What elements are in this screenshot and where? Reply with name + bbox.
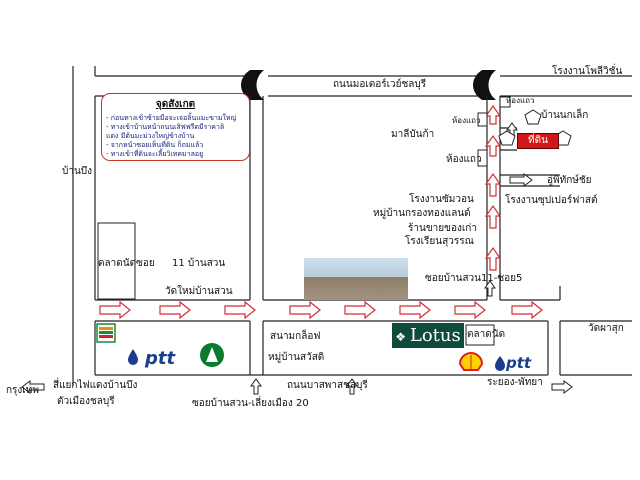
garage-label: อู่พิทักษ์ชัย (547, 175, 592, 186)
chonburi-city-label: ตัวเมืองชลบุรี (57, 396, 115, 407)
mali-bunkham-label: มาลีบันก้า (391, 129, 435, 140)
landmark-line-1: - ก่อนทางเข้าซ้ายมือจะเจอลิ้นแมะขามใหญ่ (106, 114, 237, 122)
wat-phasuk-label: วัดผาสุก (588, 323, 624, 334)
superfast-factory-label: โรงงานซุปเปอร์ฟาสต์ (505, 195, 598, 206)
traffic-arrows (99, 104, 543, 320)
school-label: โรงเรียนสุวรรณ (405, 236, 474, 247)
shell-logo (458, 352, 484, 371)
landmark-line-3: แดง มีต้นมะม่วงใหญ่ข้างบ้าน (106, 132, 195, 140)
ptt-logo-1: ptt (145, 348, 176, 369)
soi-bansuan-11-label: ซอยบ้านสวน11-ซอย5 (425, 273, 523, 284)
intersection-label: สี่แยกไฟแดงบ้านบึง (53, 380, 138, 391)
golf-course-label: สนามกล็อฟ (270, 331, 321, 342)
motorway-bridge-left (241, 70, 264, 100)
direction-arrows (21, 122, 573, 395)
motorway-bridge-right (473, 70, 496, 100)
talad-nadsoi-label: ตลาดนัดซอย (98, 258, 155, 269)
motorway-label: ถนนมอเตอร์เวย์ชลบุรี (333, 79, 427, 90)
polyvision-factory-label: โรงงานโพลีวิชั่น (552, 66, 623, 77)
wat-mai-bansuan-label: วัดใหม่บ้านสวน (165, 286, 233, 297)
row-house-label-1: ห้องแถว (452, 116, 481, 125)
landmarks-title: จุดสังเกต (155, 99, 196, 110)
soi-11-bansuan-label: 11 บ้านสวน (172, 258, 226, 269)
target-land-marker: ที่ดิน (517, 133, 559, 149)
krungthong-land-label: หมู่บ้านกรองทองแลนด์ (373, 208, 471, 219)
ban-nok-lek-label: บ้านนกเล็ก (541, 110, 589, 121)
kbank-logo (200, 343, 224, 367)
antique-shop-label: ร้านขายของเก่า (408, 223, 477, 234)
landmarks-note-box: จุดสังเกต - ก่อนทางเข้าซ้ายมือจะเจอลิ้นแ… (101, 93, 250, 161)
row-house-label-2: ห้องแถว (506, 96, 535, 105)
shophouse-photo (304, 258, 408, 300)
landmark-line-4: - จากหน้าซอยเห็นที่ดิน ก็ถมแล้ว (106, 141, 204, 149)
bangkok-label: กรุงเทพ (6, 385, 39, 396)
lotus-logo: ❖ Lotus (392, 323, 464, 348)
ptt-logo-2: ptt (506, 354, 532, 372)
rayong-pattaya-label: ระยอง-พัทยา (487, 377, 543, 388)
ptt-drop-icon (495, 356, 505, 371)
ptt-drop-icon (128, 349, 138, 365)
ban-bueng-label: บ้านบึง (62, 166, 93, 177)
bypass-road-label: ถนนบาสพาสชลบุรี (287, 380, 368, 391)
sumwon-factory-label: โรงงานซัมวอน (409, 194, 474, 205)
market-label: ตลาดนัด (467, 329, 506, 340)
soi-bansuan-label: ซอยบ้านสวน-เลี่ยงเมือง 20 (192, 398, 309, 409)
row-house-label-3: ห้องแถว (446, 154, 482, 165)
sawasdi-village-label: หมู่บ้านสวัสดิ (268, 352, 325, 363)
landmark-line-5: - ทางเข้าที่ดินจะเลี้ยวิเทคมาลอยู (106, 150, 204, 158)
landmark-line-2: - ทางเข้าบ้านหน้าถนนเสิฟฟรีดมีราคาลิ (106, 123, 225, 131)
seven-eleven-logo (96, 323, 116, 343)
